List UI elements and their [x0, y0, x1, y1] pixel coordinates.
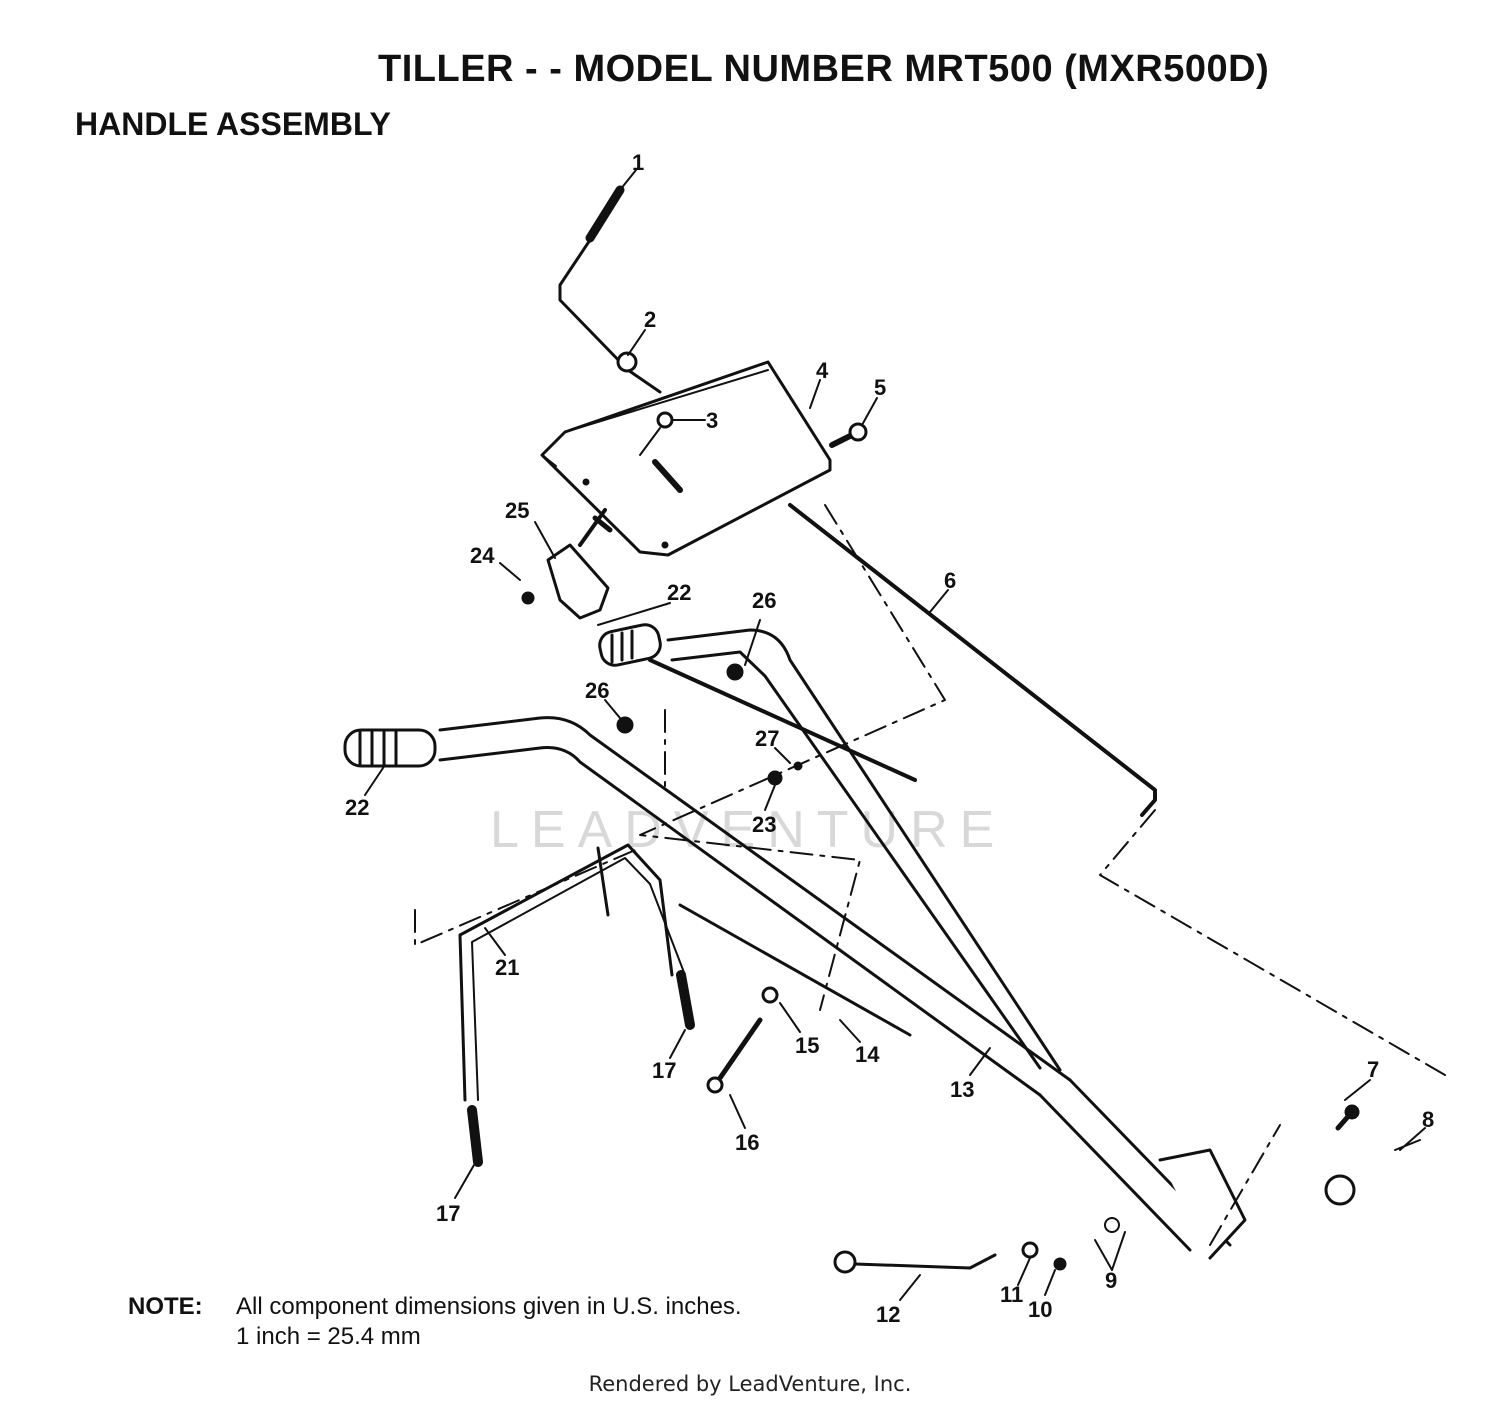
callout-11: 11 — [1000, 1282, 1023, 1307]
reference-lines — [414, 504, 1446, 1246]
callout-1: 1 — [632, 150, 644, 175]
handle-tube-part — [438, 628, 1247, 1260]
callout-7: 7 — [1367, 1057, 1379, 1082]
callout-5: 5 — [874, 375, 886, 400]
callout-26a: 26 — [752, 588, 776, 613]
callout-23: 23 — [752, 812, 776, 837]
left-grip-part — [343, 728, 437, 768]
callout-17b: 17 — [436, 1201, 460, 1226]
callout-14: 14 — [855, 1042, 880, 1067]
long-rod-part — [788, 503, 1157, 817]
callout-8: 8 — [1422, 1107, 1434, 1132]
screw-part — [639, 411, 674, 456]
watermark: LEADVENTURE — [490, 801, 1007, 859]
note-line-2: 1 inch = 25.4 mm — [236, 1323, 421, 1350]
callout-3: 3 — [706, 408, 718, 433]
section-title: HANDLE ASSEMBLY — [75, 106, 391, 142]
bail-lever-part — [458, 843, 686, 1102]
callout-25: 25 — [505, 498, 529, 523]
callout-16: 16 — [735, 1130, 759, 1155]
footer-credit: Rendered by LeadVenture, Inc. — [588, 1372, 912, 1396]
leader-lines — [364, 169, 1426, 1301]
callout-2: 2 — [644, 307, 656, 332]
control-rod-part — [558, 185, 662, 394]
cable-part — [648, 658, 917, 1037]
bolt-part — [829, 422, 868, 448]
page-title: TILLER - - MODEL NUMBER MRT500 (MXR500D) — [378, 48, 1270, 90]
callout-13: 13 — [950, 1077, 974, 1102]
dimension-note: NOTE: All component dimensions given in U… — [128, 1292, 742, 1352]
callout-22a: 22 — [667, 580, 691, 605]
hardware-parts — [616, 663, 1421, 1271]
callout-4: 4 — [816, 358, 829, 383]
right-grip-part — [598, 623, 662, 667]
callout-22b: 22 — [345, 795, 369, 820]
note-label: NOTE: — [128, 1293, 203, 1320]
note-line-1: All component dimensions given in U.S. i… — [236, 1293, 742, 1320]
callout-26b: 26 — [585, 678, 609, 703]
callout-labels: 1 2 3 4 5 6 7 8 9 10 11 12 13 14 15 16 1… — [345, 150, 1434, 1327]
callout-6: 6 — [944, 568, 956, 593]
rod-nut-part — [616, 351, 638, 373]
spring-part — [467, 970, 695, 1167]
panel-plate-part — [540, 360, 832, 557]
callout-12: 12 — [876, 1302, 900, 1327]
callout-10: 10 — [1028, 1297, 1052, 1322]
callout-17a: 17 — [652, 1058, 676, 1083]
callout-27: 27 — [755, 726, 779, 751]
throttle-control-part — [521, 508, 613, 620]
callout-9: 9 — [1105, 1268, 1117, 1293]
shift-lever-part — [833, 1250, 997, 1274]
callout-24: 24 — [470, 543, 495, 568]
callout-15: 15 — [795, 1033, 819, 1058]
callout-21: 21 — [495, 955, 519, 980]
